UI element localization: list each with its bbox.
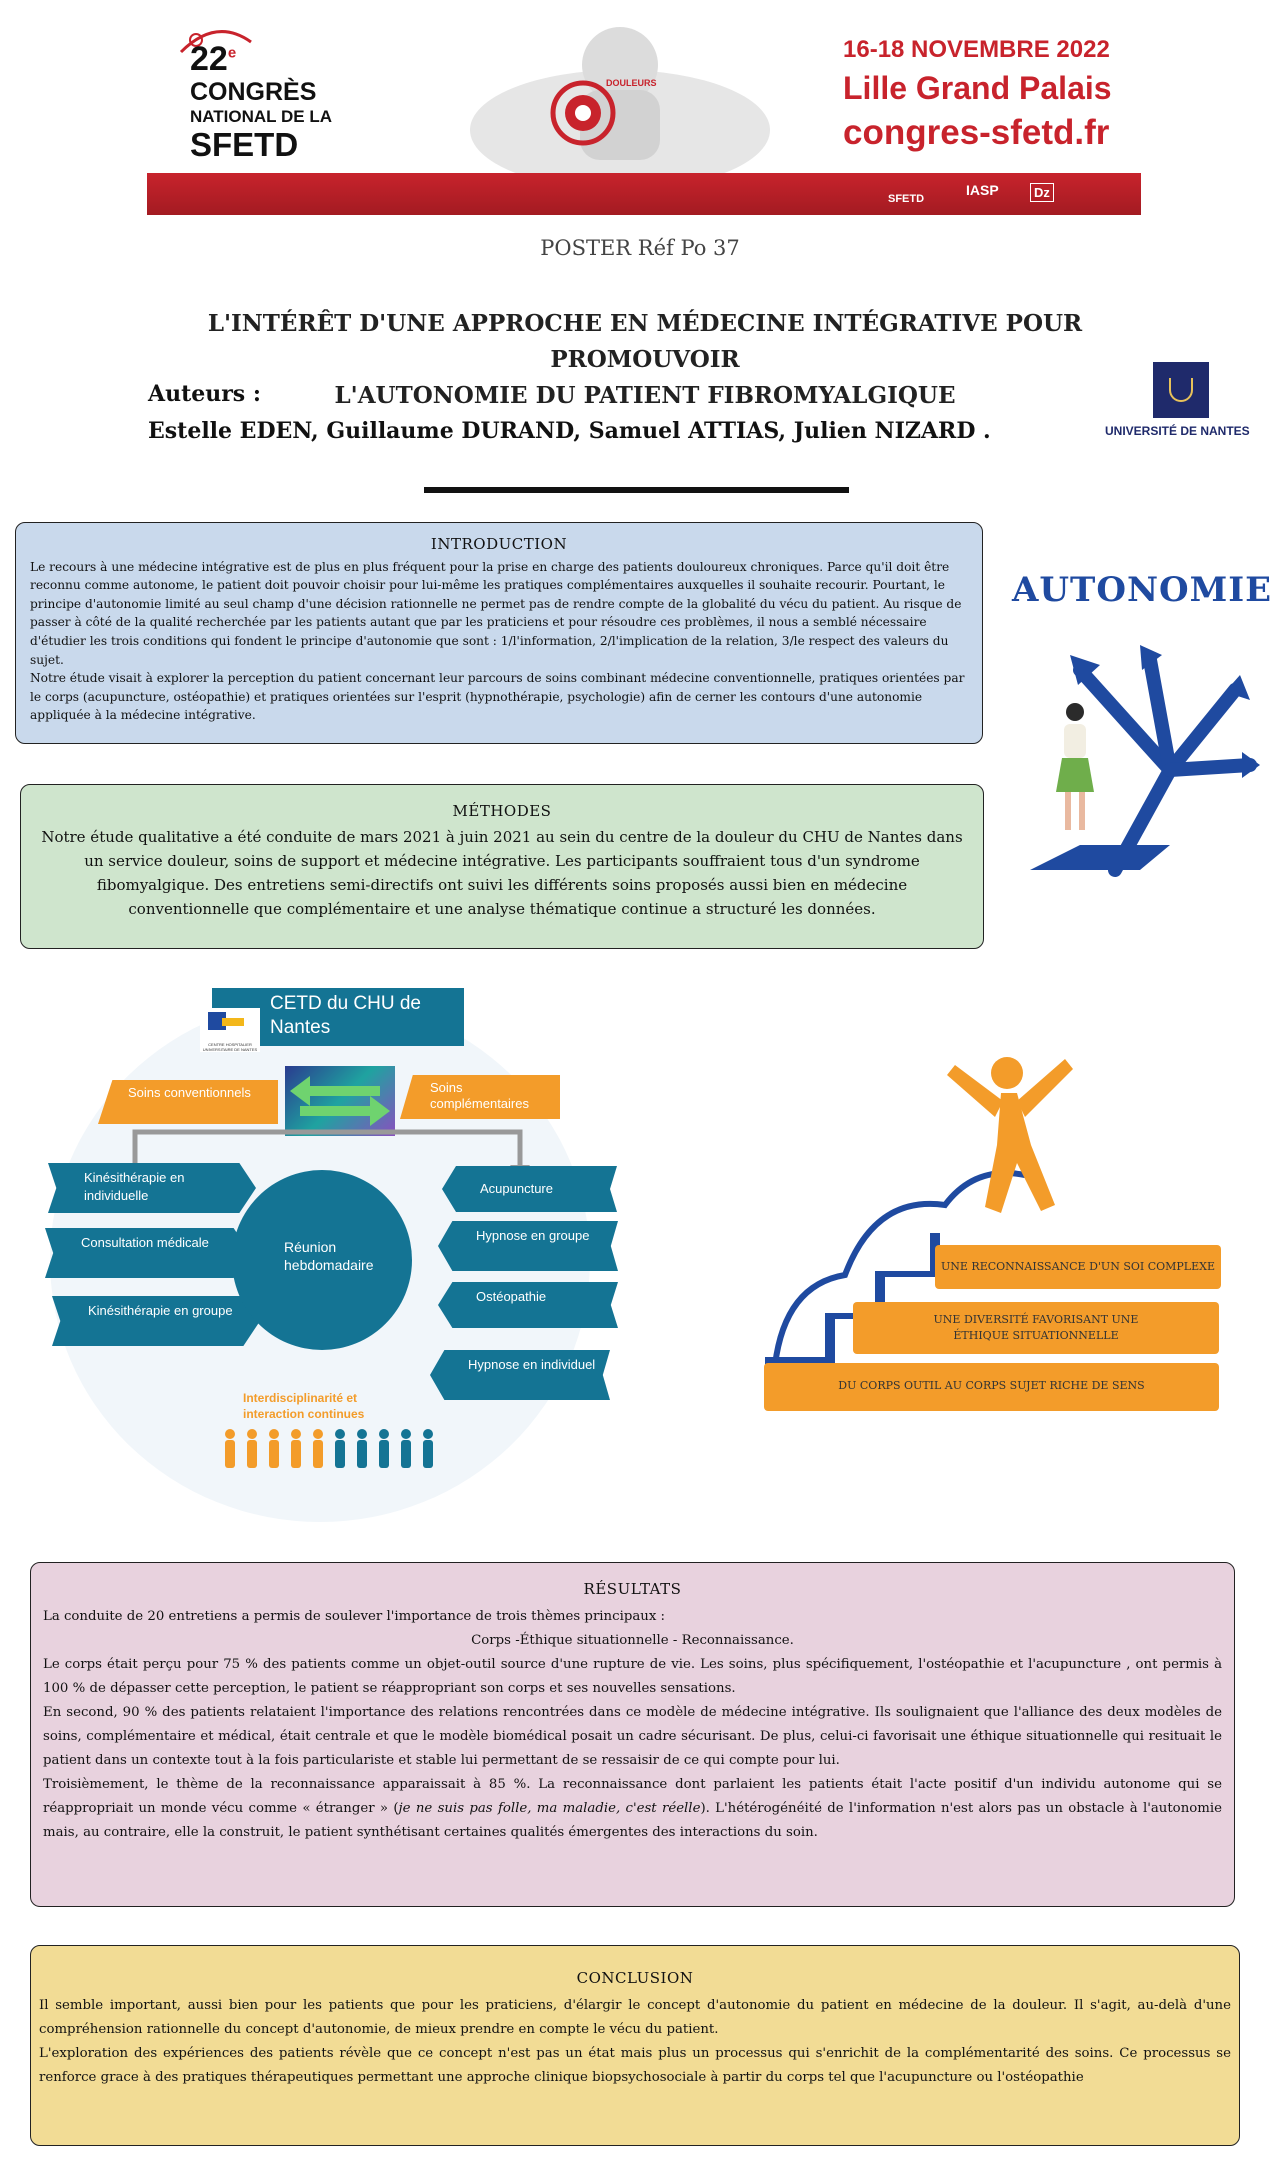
people-group-icon: [225, 1429, 433, 1468]
step-diversite-ethique: UNE DIVERSITÉ FAVORISANT UNE ÉTHIQUE SIT…: [853, 1302, 1219, 1354]
interdisciplinarite-label: Interdisciplinarité et interaction conti…: [243, 1391, 365, 1421]
results-intro: La conduite de 20 entretiens a permis de…: [43, 1609, 666, 1624]
sfetd-swoosh-icon: [179, 30, 252, 54]
poster-title-line-1: L'INTÉRÊT D'UNE APPROCHE EN MÉDECINE INT…: [207, 310, 1083, 373]
partner-logo-dz: Dz: [1030, 183, 1054, 202]
soins-exchange-graphic: [285, 1066, 395, 1136]
left-item-kinesitherapie-groupe: Kinésithérapie en groupe: [52, 1296, 260, 1346]
banner-figure-illustration: [470, 27, 770, 175]
results-quote: je ne suis pas folle, ma maladie, c'est …: [398, 1801, 701, 1816]
results-box: RÉSULTATS La conduite de 20 entretiens a…: [30, 1562, 1235, 1907]
right-item-osteopathie: Ostéopathie: [438, 1282, 618, 1328]
crossroads-arrows-illustration: [1030, 645, 1260, 877]
soins-complementaires-tag: Soins complémentaires: [400, 1075, 560, 1119]
woman-figure-icon: [1056, 703, 1094, 830]
exchange-arrows-icon: [290, 1076, 390, 1126]
results-themes: Corps -Éthique situationnelle - Reconnai…: [471, 1633, 794, 1648]
partner-logo-sfetd: SFETD: [888, 193, 925, 205]
introduction-text: Le recours à une médecine intégrative es…: [30, 559, 962, 667]
douleurs-target-icon: [550, 80, 616, 146]
autonomie-label: AUTONOMIE: [1012, 570, 1273, 610]
poster-title: L'INTÉRÊT D'UNE APPROCHE EN MÉDECINE INT…: [140, 306, 1150, 414]
university-logo: [1153, 362, 1209, 418]
results-paragraph-3: Troisièmement, le thème de la reconnaiss…: [43, 1773, 1222, 1845]
chu-nantes-logo: CENTRE HOSPITALIER UNIVERSITAIRE DE NANT…: [200, 1008, 260, 1052]
congress-line-1: CONGRÈS: [190, 78, 317, 106]
methods-heading: MÉTHODES: [452, 802, 552, 820]
congress-website: congres-sfetd.fr: [843, 113, 1110, 152]
methods-box: MÉTHODES Notre étude qualitative a été c…: [20, 784, 984, 949]
introduction-box: INTRODUCTION Le recours à une médecine i…: [15, 522, 983, 744]
methods-text: Notre étude qualitative a été conduite d…: [41, 828, 963, 918]
chu-logo-icon: [208, 1012, 244, 1030]
introduction-text-2: Notre étude visait à explorer la percept…: [30, 671, 965, 723]
left-item-consultation-medicale: Consultation médicale: [45, 1228, 250, 1278]
stairs-illustration: [765, 1057, 1073, 1366]
title-divider: [424, 487, 849, 493]
banner-red-bar: [147, 173, 1141, 215]
congress-line-2: NATIONAL DE LA: [190, 107, 332, 126]
congress-number: 22e: [190, 40, 237, 78]
right-item-acupuncture: Acupuncture: [442, 1166, 617, 1212]
congress-venue: Lille Grand Palais: [843, 70, 1112, 106]
authors-label: Auteurs :: [148, 381, 261, 407]
results-paragraph-2: En second, 90 % des patients relataient …: [43, 1705, 1222, 1768]
poster-title-line-2: L'AUTONOMIE DU PATIENT FIBROMYALGIQUE: [334, 382, 956, 409]
introduction-heading: INTRODUCTION: [430, 535, 568, 553]
cetd-title: CETD du CHU de Nantes: [270, 993, 421, 1038]
left-item-kinesitherapie-individuelle: Kinésithérapie en individuelle: [48, 1163, 256, 1213]
congress-line-3: SFETD: [190, 126, 299, 163]
congress-date: 16-18 NOVEMBRE 2022: [843, 36, 1110, 63]
conclusion-paragraph-2: L'exploration des expériences des patien…: [39, 2046, 1231, 2085]
authors-list: Estelle EDEN, Guillaume DURAND, Samuel A…: [148, 418, 991, 444]
conclusion-box: CONCLUSION Il semble important, aussi bi…: [30, 1945, 1240, 2146]
reunion-hebdomadaire-circle: Réunion hebdomadaire: [232, 1170, 412, 1350]
poster-reference: POSTER Réf Po 37: [540, 236, 740, 260]
soins-conventionnels-tag: Soins conventionnels: [98, 1080, 278, 1124]
results-paragraph-3b: ). L'hétérogénéité de l'information n'es…: [43, 1801, 1222, 1840]
results-heading: RÉSULTATS: [583, 1580, 682, 1598]
right-item-hypnose-groupe: Hypnose en groupe: [438, 1221, 618, 1271]
right-item-hypnose-individuel: Hypnose en individuel: [430, 1350, 610, 1400]
douleurs-logo-word: DOULEURS: [606, 78, 657, 88]
step-reconnaissance-soi: UNE RECONNAISSANCE D'UN SOI COMPLEXE: [935, 1245, 1221, 1289]
chu-logo-caption: CENTRE HOSPITALIER UNIVERSITAIRE DE NANT…: [202, 1042, 258, 1052]
conclusion-heading: CONCLUSION: [576, 1969, 694, 1987]
results-paragraph-3a: Troisièmement, le thème de la reconnaiss…: [43, 1777, 1222, 1816]
jumping-figure-icon: [947, 1057, 1073, 1213]
partner-logo-iasp: IASP: [966, 182, 999, 198]
step-corps-sujet: DU CORPS OUTIL AU CORPS SUJET RICHE DE S…: [764, 1363, 1219, 1411]
conclusion-paragraph-1: Il semble important, aussi bien pour les…: [39, 1998, 1231, 2037]
results-paragraph-1: Le corps était perçu pour 75 % des patie…: [43, 1657, 1222, 1696]
university-name: UNIVERSITÉ DE NANTES: [1105, 424, 1250, 438]
